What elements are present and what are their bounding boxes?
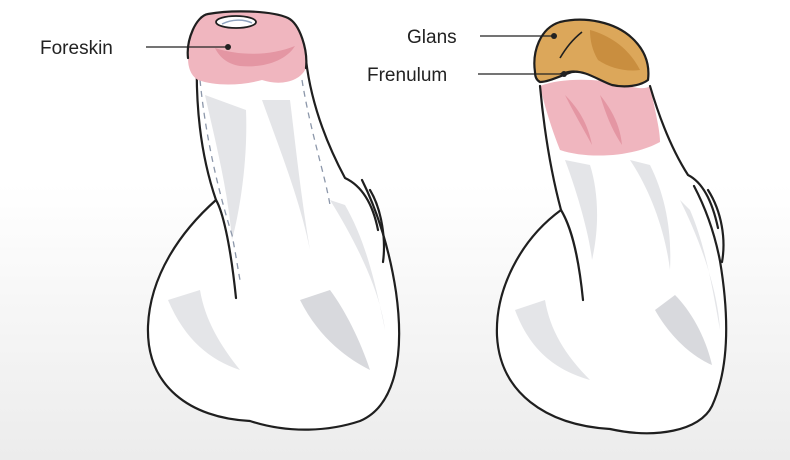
foreskin-label: Foreskin (40, 38, 113, 59)
glans-leader-dot (551, 33, 557, 39)
glans-region (534, 20, 648, 87)
foreskin-leader-dot (225, 44, 231, 50)
retracted-foreskin-band (540, 80, 660, 156)
frenulum-label: Frenulum (367, 65, 447, 86)
retracted-foreskin-illustration (478, 20, 726, 433)
frenulum-leader-dot (561, 71, 567, 77)
glans-label: Glans (407, 27, 457, 48)
uncircumcised-penis-illustration (146, 11, 399, 429)
